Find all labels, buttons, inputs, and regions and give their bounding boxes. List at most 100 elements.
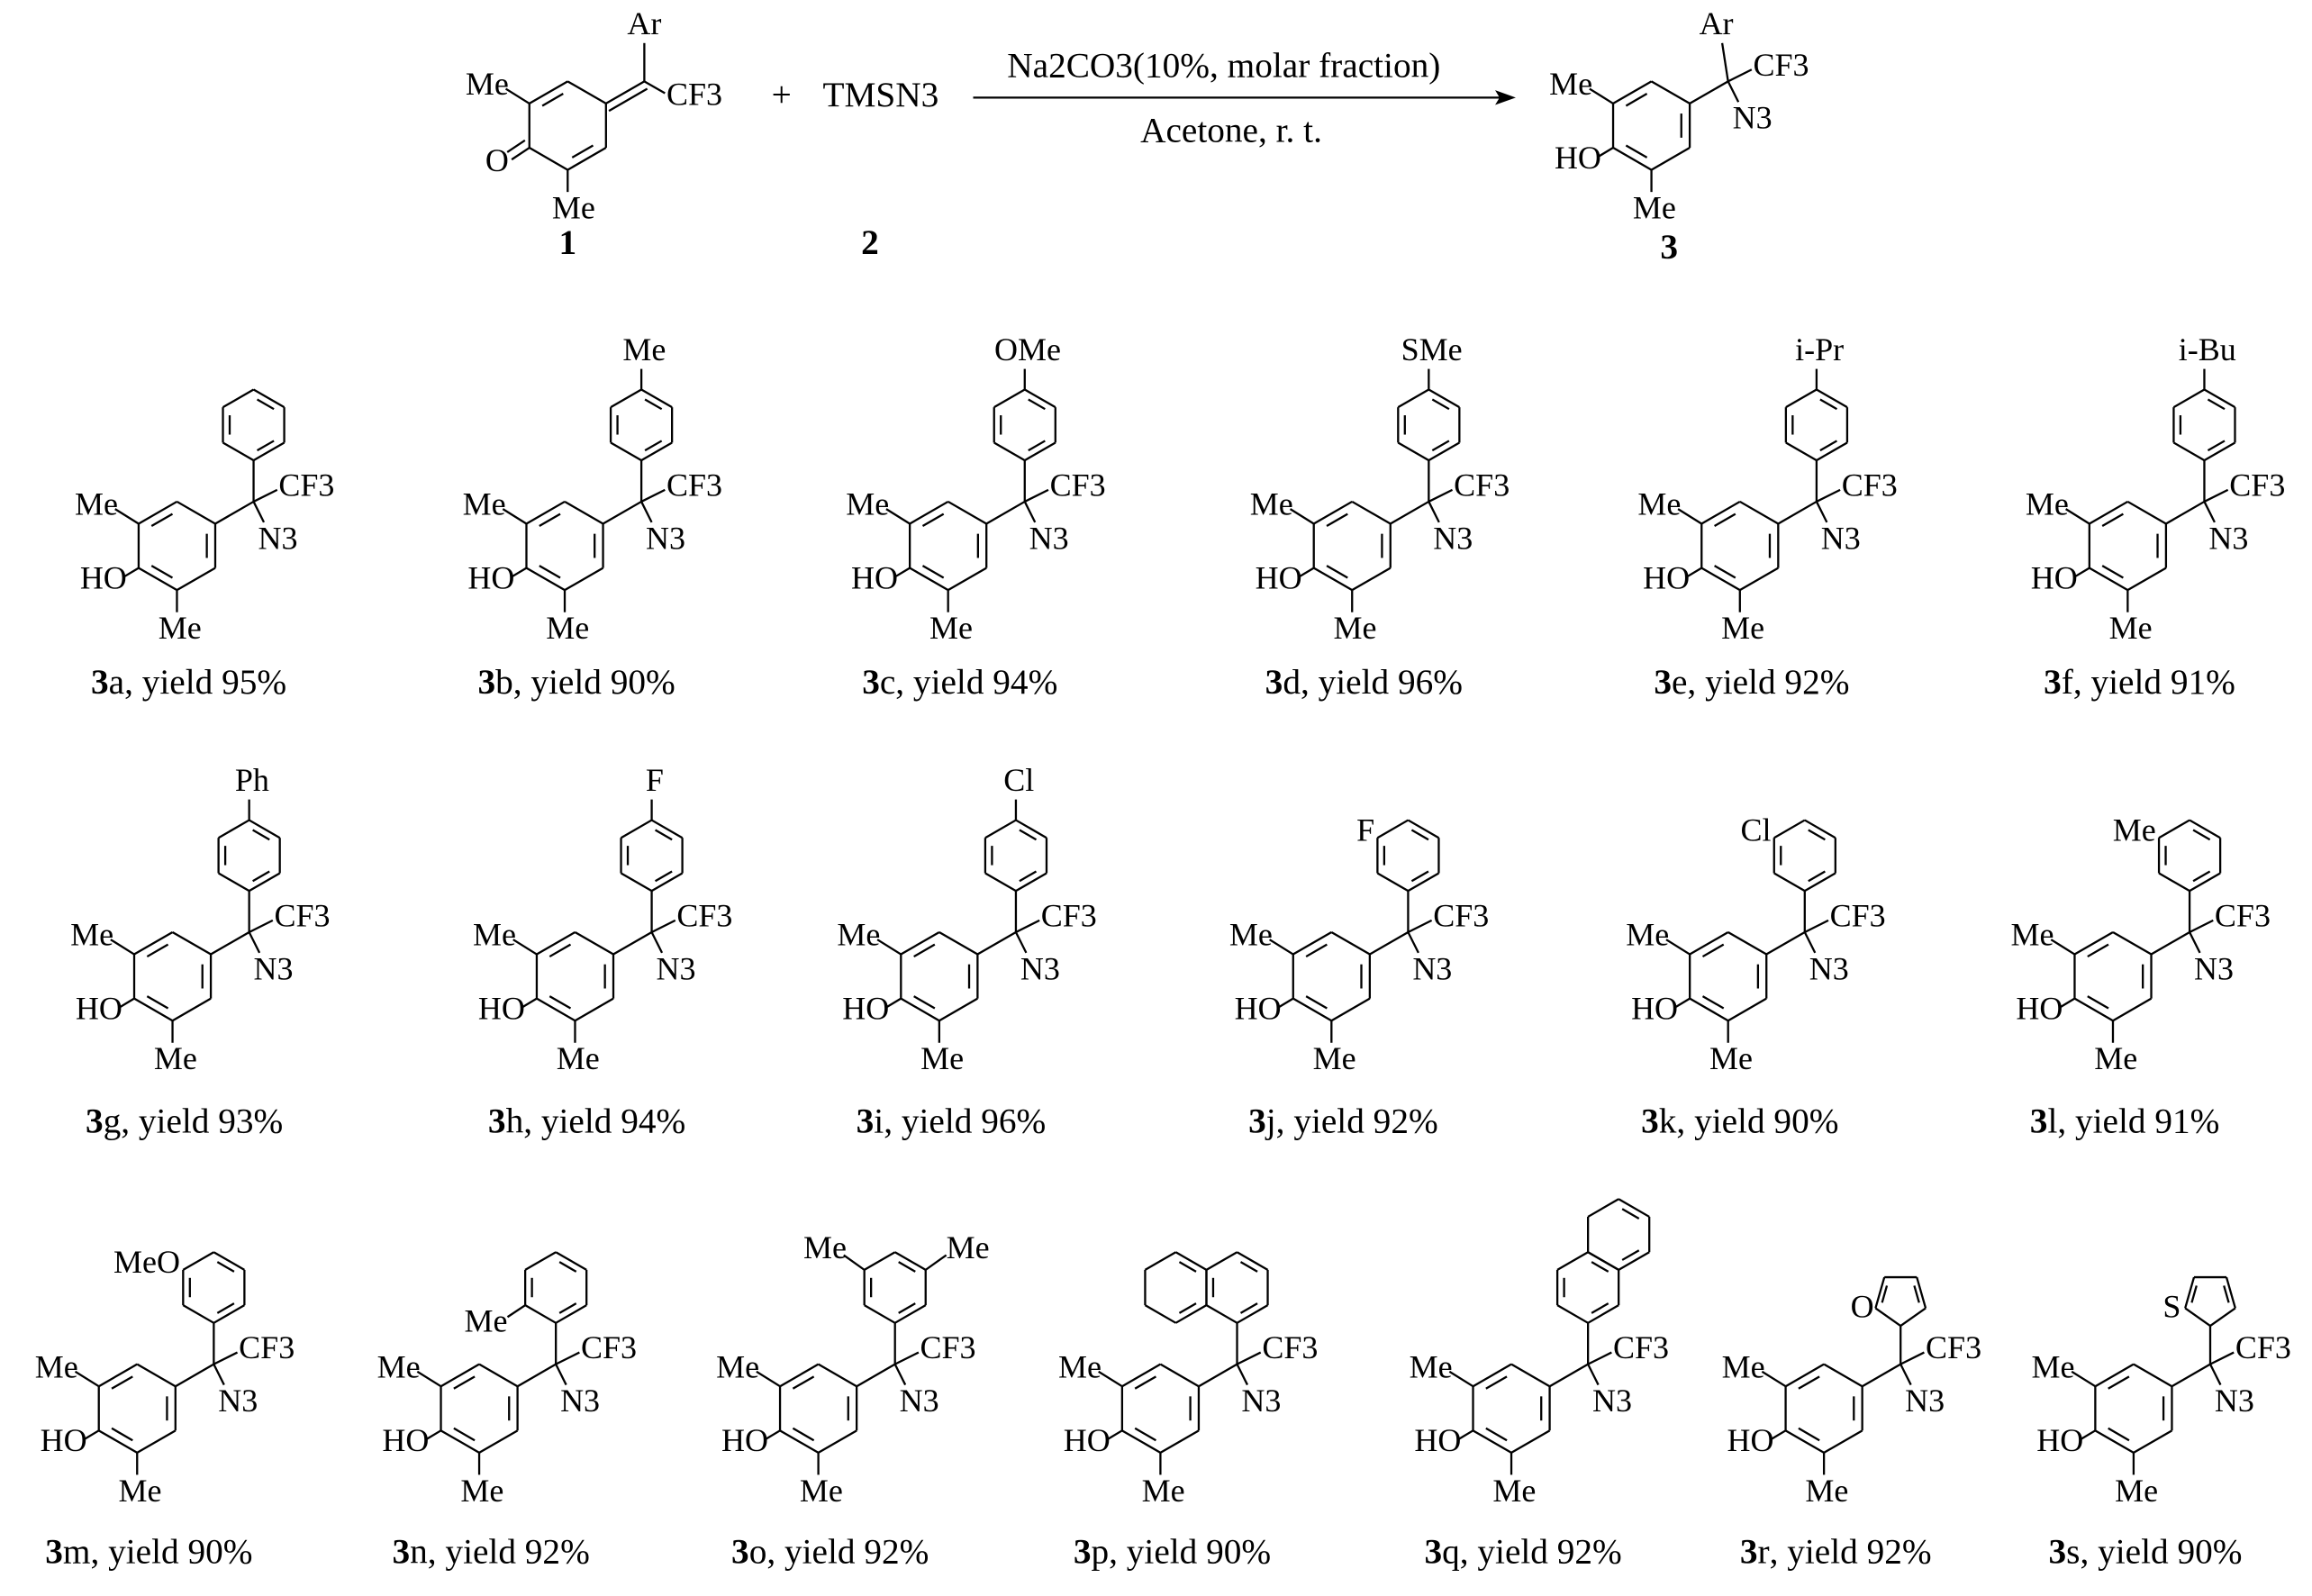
ring-double-bond <box>1326 565 1348 579</box>
ring-bond <box>555 1251 587 1271</box>
compound-yield: , yield 90% <box>513 663 675 702</box>
compound-caption: 3o, yield 92% <box>731 1533 929 1572</box>
fused-ring <box>1586 1198 1651 1271</box>
para-substituent-label: Cl <box>1003 762 1034 798</box>
compound-number: 3 <box>1654 663 1672 702</box>
ring-bond <box>640 388 673 409</box>
ring-double-bond <box>1326 512 1348 528</box>
ring-bond <box>133 997 174 1022</box>
ring-bond <box>1174 1251 1208 1271</box>
ring-bond <box>1510 1363 1551 1388</box>
compound-number: 3 <box>862 663 880 702</box>
methyl-label: Me <box>1313 1040 1356 1076</box>
methyl-label: Me <box>837 917 880 953</box>
ring-bond <box>1159 1363 1200 1388</box>
compound-yield: , yield 92% <box>1687 663 1849 702</box>
ring-double-bond <box>1305 943 1328 958</box>
ring-bond <box>1874 1307 1901 1328</box>
aryl-ring <box>993 388 1056 462</box>
ring-bond <box>222 441 255 462</box>
ring-double-bond <box>898 1302 916 1314</box>
ring-bond <box>2112 930 2153 956</box>
bond <box>213 1364 225 1386</box>
compound-caption: 3f, yield 91% <box>2044 663 2235 702</box>
ring-double-bond <box>1134 1427 1157 1442</box>
bond <box>1015 919 1040 934</box>
para-substituent-label: F <box>646 762 664 798</box>
bond <box>640 501 653 523</box>
azide-label: N3 <box>1433 520 1473 556</box>
compound-number: 3 <box>1265 663 1283 702</box>
compound-yield: , yield 90% <box>2080 1533 2242 1572</box>
ring-double-bond <box>541 93 564 107</box>
ring-bond <box>1351 500 1392 525</box>
ring-bond <box>640 441 673 462</box>
para-substituent-label: Me <box>622 331 666 367</box>
aryl-ring <box>1773 819 1836 893</box>
hydroxyl-label: HO <box>1256 560 1302 596</box>
hydroxyl-label: HO <box>1727 1422 1773 1458</box>
ring-bond <box>1313 500 1353 525</box>
compound-yield: , yield 92% <box>428 1533 590 1572</box>
cf3-label: CF3 <box>920 1329 976 1365</box>
ring-double-bond <box>2087 995 2109 1010</box>
ring-double-bond <box>1798 1427 1820 1442</box>
ring-double-bond <box>1431 398 1450 411</box>
ring-double-bond <box>2108 1427 2130 1442</box>
bond <box>74 1370 100 1388</box>
ring-bond <box>1556 1304 1589 1324</box>
phenol-ring <box>535 930 615 1022</box>
cf3-label: CF3 <box>1613 1329 1669 1365</box>
phenol-ring <box>908 500 988 592</box>
bond <box>1587 1364 1600 1386</box>
methyl-label: Me <box>1805 1473 1848 1509</box>
aryl-ring <box>620 819 684 893</box>
ring-bond <box>1205 1304 1238 1324</box>
hydroxyl-label: HO <box>2031 560 2078 596</box>
cf3-label: CF3 <box>1754 47 1809 83</box>
ring-double-bond <box>111 1375 133 1390</box>
furyl-ring <box>1874 1275 1927 1328</box>
cf3-label: CF3 <box>2215 897 2271 933</box>
ring-bond <box>818 1429 857 1454</box>
compound-letter: h <box>506 1102 524 1141</box>
ring-bond <box>138 500 178 525</box>
heteroatom-label: O <box>1851 1288 1874 1324</box>
bond <box>1899 1351 1925 1365</box>
methyl-label: Me <box>2094 1040 2137 1076</box>
hydroxyl-label: HO <box>76 991 122 1027</box>
bond <box>1448 1370 1474 1388</box>
hydroxyl-label: HO <box>1555 140 1601 176</box>
aryl-ring <box>217 819 281 893</box>
ring-bond <box>567 80 607 104</box>
phenol-ring <box>1472 1363 1551 1454</box>
compound-number-1: 1 <box>558 223 576 262</box>
ring-bond <box>1428 388 1460 409</box>
compound-caption: 3d, yield 96% <box>1265 663 1463 702</box>
compound-number: 3 <box>2030 1102 2048 1141</box>
ring-bond <box>1612 80 1653 104</box>
bond <box>1106 1429 1123 1441</box>
aryl-label: Ar <box>627 5 661 41</box>
compound-yield: , yield 92% <box>1770 1533 1932 1572</box>
methyl-label: Me <box>552 190 595 226</box>
ring-bond <box>779 1363 820 1388</box>
bond <box>1598 147 1614 158</box>
compound-number: 3 <box>2044 663 2062 702</box>
compound-letter: o <box>749 1533 767 1572</box>
compound-letter: i <box>874 1102 884 1141</box>
reagent-tmsn3: TMSN3 <box>823 76 939 114</box>
bond <box>1407 919 1433 934</box>
meta-substituent-label: MeO <box>113 1244 180 1280</box>
ring-bond <box>1397 388 1429 409</box>
bond <box>2203 501 2216 523</box>
compound-number: 3 <box>91 663 109 702</box>
ring-bond <box>864 1251 896 1271</box>
bond <box>1236 1351 1262 1365</box>
ring-bond <box>2189 819 2221 839</box>
